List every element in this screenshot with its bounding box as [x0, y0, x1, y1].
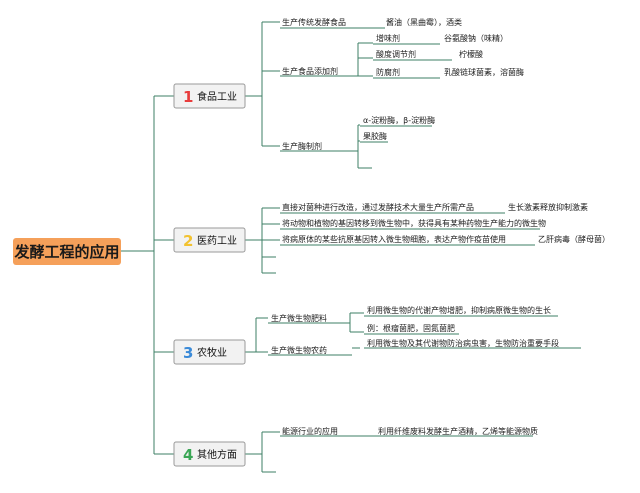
cat1-link-enzyme: [262, 145, 346, 152]
leaf-line-acid: [358, 57, 452, 61]
item-label: 将动物和植物的基因转移到微生物中，获得具有某种药物生产能力的微生物: [282, 218, 546, 228]
item-label: 直接对菌种进行改造，通过发酵技术大量生产所需产品: [282, 202, 474, 212]
leaf-detail: 乳酸链球菌素，溶菌酶: [444, 67, 524, 77]
leaf-line-metabolite: [350, 312, 558, 317]
category-label: 农牧业: [197, 346, 227, 359]
category-node-medicine[interactable]: 2 医药工业: [173, 227, 246, 253]
leaf-label: 利用微生物及其代谢物防治病虫害，生物防治重要手段: [367, 338, 559, 348]
root-box: [13, 238, 121, 265]
category-node-other[interactable]: 4 其他方面: [173, 441, 246, 467]
leaf-line-amylase: [358, 124, 432, 127]
leaf-label: 酱油（黑曲霉），酒类: [386, 17, 462, 27]
category-node-food[interactable]: 1 食品工业: [173, 83, 246, 109]
cat4-trunk: [245, 432, 263, 472]
category-number: 3: [183, 344, 193, 362]
category-box: [173, 339, 246, 365]
leaf-label: 酸度调节剂: [376, 49, 416, 59]
leaf-label: 果胶酶: [363, 131, 387, 141]
leaf-line-pectinase: [358, 140, 388, 143]
branch-label: 生产微生物肥料: [271, 313, 327, 323]
branch-label: 生产微生物农药: [271, 345, 327, 355]
item-label: 将病原体的某些抗原基因转入微生物细胞，表达产物作疫苗使用: [282, 234, 506, 244]
leaf-label: 例：根瘤菌肥，固氮菌肥: [367, 323, 455, 333]
branch-label: 生产传统发酵食品: [282, 17, 346, 27]
category-label: 医药工业: [197, 235, 237, 247]
category-number: 4: [183, 446, 193, 464]
cat1-trunk: [245, 22, 263, 146]
cat3-link-fertilizer: [256, 317, 341, 324]
category-number: 1: [183, 88, 193, 106]
connector-lines: [121, 21, 581, 473]
cat3-trunk: [245, 318, 257, 353]
leaf-label: 利用微生物的代谢产物增肥，抑制病原微生物的生长: [367, 305, 551, 315]
category-node-agriculture[interactable]: 3 农牧业: [173, 339, 246, 365]
cat2-trunk: [245, 208, 263, 273]
item-detail: 乙肝病毒（酵母菌）: [538, 234, 610, 244]
cat4-link-energy: [262, 431, 375, 437]
root-title: 发酵工程的应用: [13, 243, 119, 261]
leaf-line-flavor: [358, 42, 440, 45]
category-box: [173, 441, 246, 467]
item-detail: 生长激素释放抑制激素: [508, 202, 588, 212]
category-label: 其他方面: [197, 448, 237, 461]
leaf-detail: 柠檬酸: [459, 49, 483, 59]
enzyme-bracket: [346, 125, 359, 168]
additive-bracket: [346, 43, 359, 77]
fertilizer-bracket: [341, 313, 351, 332]
leaf-label: 利用纤维废料发酵生产酒精，乙烯等能源物质: [378, 426, 538, 436]
cat3-link-pesticide: [256, 347, 360, 356]
cat1-link-additive: [262, 70, 346, 77]
category-box: [173, 227, 246, 253]
leaf-line-preserve: [358, 75, 440, 79]
leaf-label: 防腐剂: [376, 67, 400, 77]
category-box: [173, 83, 246, 109]
branch-label: 能源行业的应用: [282, 426, 338, 436]
category-number: 2: [183, 232, 193, 250]
leaf-label: 增味剂: [376, 33, 400, 43]
root-trunk: [121, 96, 155, 454]
leaf-label: α-淀粉酶，β-淀粉酶: [363, 115, 435, 125]
cat2-link-2: [262, 223, 540, 230]
branch-label: 生产食品添加剂: [282, 66, 338, 76]
leaf-detail: 谷氨酸钠（味精）: [444, 33, 508, 43]
category-label: 食品工业: [197, 90, 237, 103]
branch-label: 生产酶制剂: [282, 141, 322, 151]
root-node[interactable]: 发酵工程的应用: [13, 238, 121, 265]
leaf-line-example: [350, 331, 459, 335]
cat2-link-3: [262, 239, 535, 246]
cat1-link-traditional: [262, 21, 352, 29]
cat2-link-1: [262, 207, 505, 214]
